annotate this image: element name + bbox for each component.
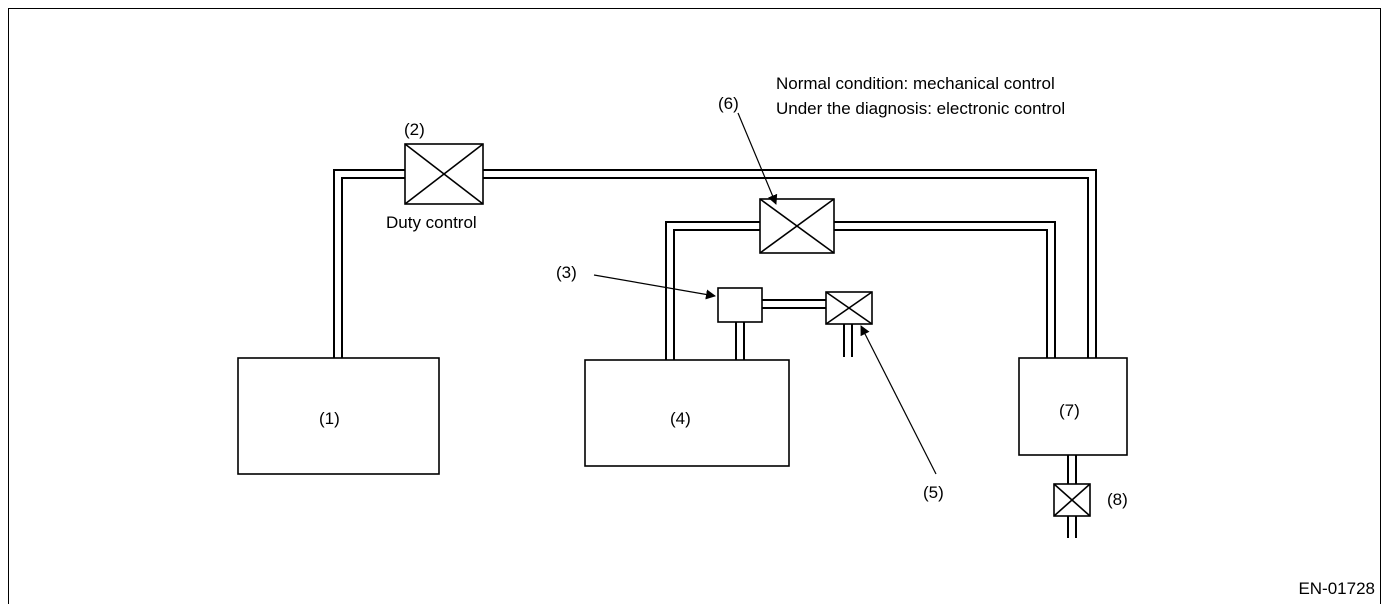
pipe-4-to-7	[665, 221, 1056, 360]
duty-control-label: Duty control	[386, 213, 477, 232]
component-7-box	[1018, 357, 1128, 456]
label-1: (1)	[319, 409, 340, 428]
pipe-7-drain	[1067, 455, 1077, 538]
valve-5-icon	[825, 291, 873, 325]
pipe-1-to-7	[333, 169, 1097, 358]
diagram-frame	[8, 8, 1381, 604]
label-7: (7)	[1059, 401, 1080, 420]
component-3-box	[717, 287, 763, 323]
valve-8-icon	[1053, 483, 1091, 517]
label-4: (4)	[670, 409, 691, 428]
figure-code: EN-01728	[1298, 579, 1375, 598]
note-line-2: Under the diagnosis: electronic control	[776, 99, 1065, 118]
valve-6-icon	[759, 198, 835, 254]
label-2: (2)	[404, 120, 425, 139]
leader-6-arrow	[737, 112, 778, 205]
leader-5-arrow	[860, 325, 937, 475]
component-1-box	[237, 357, 440, 475]
label-3: (3)	[556, 263, 577, 282]
leader-3-arrow	[593, 274, 716, 300]
component-4-box	[584, 359, 790, 467]
valve-2-icon	[404, 143, 484, 205]
label-8: (8)	[1107, 490, 1128, 509]
label-5: (5)	[923, 483, 944, 502]
label-6: (6)	[718, 94, 739, 113]
note-line-1: Normal condition: mechanical control	[776, 74, 1055, 93]
pipe-3-connections	[735, 299, 853, 360]
